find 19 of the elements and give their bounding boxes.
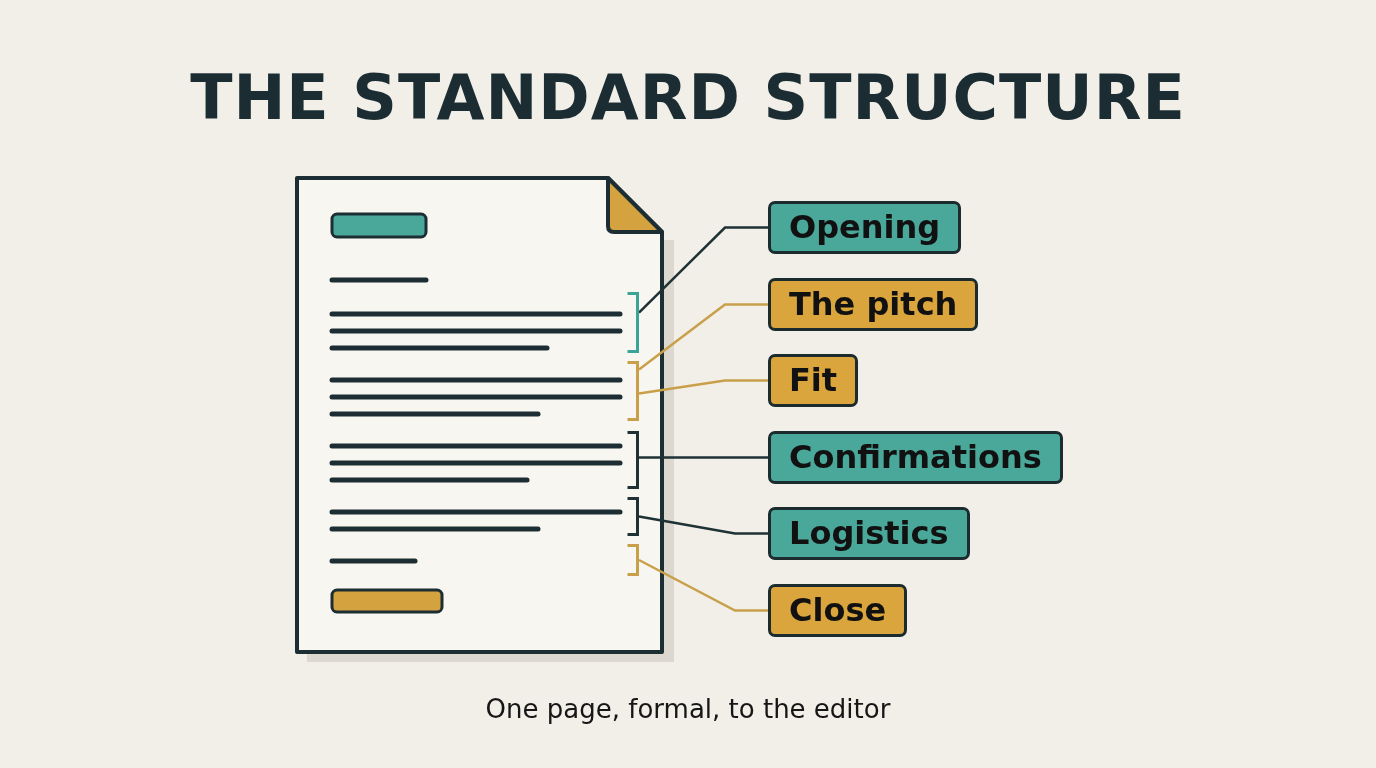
leader-line <box>638 558 768 612</box>
section-label: Close <box>768 584 908 637</box>
bracket <box>626 431 640 489</box>
leader-line <box>638 379 768 395</box>
leader-line <box>638 303 768 371</box>
section-label: Fit <box>768 354 859 407</box>
leader-line <box>638 226 768 314</box>
bracket <box>626 544 640 576</box>
section-label: Opening <box>768 201 962 254</box>
section-label: The pitch <box>768 278 979 331</box>
section-label: Logistics <box>768 507 970 560</box>
title: THE STANDARD STRUCTURE <box>190 62 1186 134</box>
bracket <box>626 361 640 421</box>
leader-line <box>638 515 768 535</box>
leader-line <box>639 456 768 459</box>
caption: One page, formal, to the editor <box>485 693 891 726</box>
bracket <box>626 292 640 353</box>
bracket <box>626 497 640 536</box>
section-label: Confirmations <box>768 431 1063 484</box>
